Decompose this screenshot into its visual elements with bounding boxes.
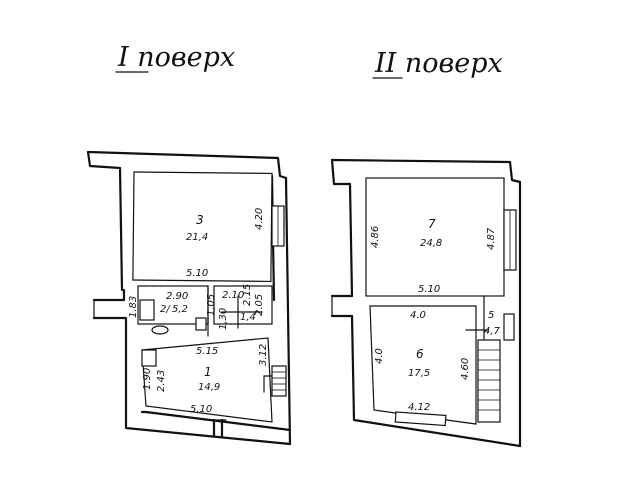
f1-right-wall-outer [284, 176, 292, 446]
room-5-area: 4,7 [484, 326, 501, 337]
room-2-prefix: 2/ [160, 304, 171, 315]
toilet-icon [195, 317, 207, 331]
dim-r3-right: 4.20 [254, 208, 265, 230]
dim-r7-bottom: 5.10 [418, 284, 440, 295]
f1-top-wall [86, 150, 288, 180]
dim-r7-right: 4.87 [486, 227, 497, 250]
room-1-outline [141, 337, 273, 423]
dim-r6-right: 4.60 [460, 358, 471, 380]
dim-r3-bottom: 5.10 [186, 268, 208, 279]
floor-2-title: ІІ поверх [374, 48, 503, 79]
wc-outline [213, 285, 273, 325]
dim-r7-left: 4.86 [370, 226, 381, 248]
f2-outer-left-upper [330, 158, 354, 298]
dim-r6-bottom: 4.12 [408, 402, 430, 413]
dim-r1-left-b: 2.43 [156, 370, 167, 392]
room-7-outline [365, 177, 505, 297]
room-1-number: 1 [204, 365, 212, 379]
room-1-area: 14,9 [198, 382, 220, 393]
dim-r1-right: 3.12 [258, 344, 269, 366]
dim-r1-top: 5.15 [196, 346, 218, 357]
f2-window-bottom [394, 411, 447, 427]
f1-stairs [263, 365, 287, 397]
floor-2-plan: 7 24,8 4.86 4.87 5.10 4.0 6 17,5 4.0 4.6… [330, 158, 522, 448]
f2-window-right-lower [503, 313, 515, 341]
dim-left-wall: 1.83 [128, 296, 139, 318]
f1-bottom-inner [140, 410, 292, 432]
sink-icon [151, 325, 169, 335]
f1-entry-wall-top [92, 288, 126, 302]
dim-small-e: 1,30 [218, 308, 229, 330]
f1-small-box [141, 349, 157, 367]
dim-r2-right: 2.10 [222, 290, 244, 301]
dim-small-c: 2.05 [254, 294, 265, 316]
dim-r2-top: 2.90 [166, 291, 188, 302]
dim-small-d: 1,4 [240, 312, 256, 323]
floor-1-plan: 3 21,4 4.20 5.10 1.83 2.90 2/ 5,2 2.10 2… [86, 150, 292, 446]
room-3-number: 3 [196, 213, 204, 227]
room-2-area: 5,2 [172, 304, 188, 315]
dim-wc: 2.15 [242, 284, 253, 306]
room-6-outline [369, 305, 477, 425]
room-7-number: 7 [428, 217, 436, 231]
f2-stairs [477, 339, 501, 423]
dim-r6-top: 4.0 [410, 310, 426, 321]
room-3-area: 21,4 [186, 232, 208, 243]
room-5-number: 5 [488, 310, 494, 321]
f1-left-wall-upper [86, 150, 124, 292]
f2-outer-left-lower [350, 314, 522, 448]
f1-entry-wall-bottom [92, 316, 292, 446]
floor-1-title: І поверх [117, 42, 235, 73]
room-6-number: 6 [416, 347, 424, 361]
room-7-area: 24,8 [420, 238, 442, 249]
dim-r6-left: 4.0 [374, 348, 385, 364]
f2-outer-right [330, 158, 522, 448]
bathtub-icon [139, 299, 155, 321]
dim-small-b: 1,05 [206, 294, 217, 316]
dim-r1-left-a: 1.90 [142, 368, 153, 390]
dim-r1-bottom: 5.10 [190, 404, 212, 415]
room-6-area: 17,5 [408, 368, 430, 379]
